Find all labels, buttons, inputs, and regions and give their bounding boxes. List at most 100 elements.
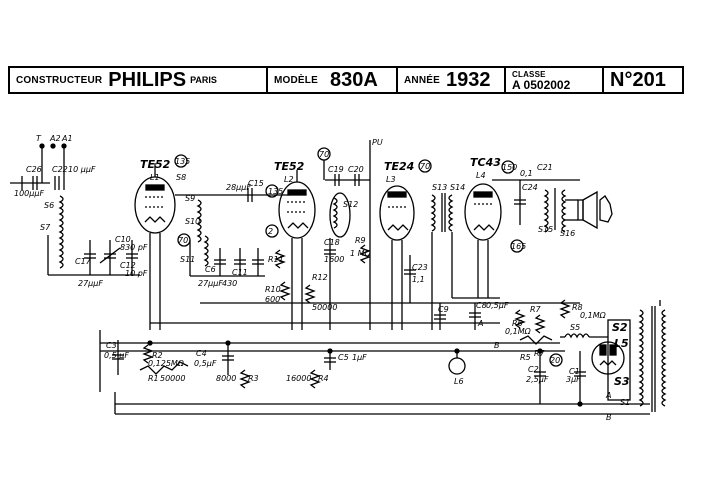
terminal-a1 xyxy=(61,143,67,149)
c27a-value: 27µµF xyxy=(78,279,103,288)
c1-value: 3µF xyxy=(566,375,581,384)
resistor-r7 xyxy=(534,314,546,334)
coil-s12-frame xyxy=(329,192,351,238)
c8-label: C8 xyxy=(476,301,487,310)
resistor-r4 xyxy=(309,369,321,389)
r10-label: R10 xyxy=(265,285,281,294)
mark-135-text: 135 xyxy=(175,157,190,166)
c1-label: C1 xyxy=(569,367,580,376)
tube-l2-ref: L2 xyxy=(284,175,294,184)
terminal-a2-label: A2 xyxy=(49,134,61,143)
r4-label: R4 xyxy=(318,374,329,383)
constructeur-cell: CONSTRUCTEUR PHILIPS PARIS xyxy=(10,68,268,92)
c26-value: 100µµF xyxy=(14,189,44,198)
coil-s6-s7 xyxy=(58,195,64,269)
terminal-t-label: T xyxy=(36,134,42,143)
s14-label: S14 xyxy=(450,183,465,192)
c15-label: C15 xyxy=(248,179,264,188)
c4-value: 0,5µF xyxy=(194,359,217,368)
lamp-l6 xyxy=(448,357,466,375)
circuit-schematic: T A2 A1 C26 C22 10 µµF 100µµF S6 S7 C10 … xyxy=(10,134,667,422)
c10-value: 830 pF xyxy=(120,243,148,252)
c3-label: C3 xyxy=(106,341,117,350)
brand-name: PHILIPS xyxy=(108,68,187,91)
trimmer-arrow xyxy=(99,247,121,264)
resistor-r5 xyxy=(519,335,553,345)
tube-l4-ref: L4 xyxy=(476,171,486,180)
numero-value: N°201 xyxy=(610,68,666,91)
node-a-label-top: A xyxy=(477,319,483,328)
c11-label: C11 xyxy=(232,268,248,277)
resistor-r2 xyxy=(142,344,154,364)
annee-label: ANNÉE xyxy=(404,74,441,86)
l5-label: L5 xyxy=(614,337,629,350)
c17-label: C17 xyxy=(75,257,92,266)
mark-70-circle-3 xyxy=(418,159,432,173)
c10-label: C10 xyxy=(115,235,131,244)
tube-l4-filament xyxy=(473,224,495,231)
annee-cell: ANNÉE 1932 xyxy=(398,68,506,92)
junction-dot xyxy=(454,348,460,354)
resistor-r3 xyxy=(239,369,251,389)
constructeur-label: CONSTRUCTEUR xyxy=(16,74,103,86)
c23-value: 1,1 xyxy=(412,275,425,284)
r1-label: R1 xyxy=(148,374,159,383)
r3-value: 8000 xyxy=(216,374,236,383)
speaker-cone-icon xyxy=(599,195,613,223)
tube-l3-envelope xyxy=(379,185,415,241)
s3-label: S3 xyxy=(614,375,630,388)
terminal-a1-label: A1 xyxy=(61,134,73,143)
tube-l4-envelope xyxy=(464,183,502,241)
junction-dot xyxy=(147,340,153,346)
node-a-label: A xyxy=(605,391,611,400)
c21-value: 0,1 xyxy=(520,169,533,178)
junction-dot xyxy=(577,401,583,407)
c26-label: C26 xyxy=(26,165,42,174)
resistor-r8 xyxy=(559,299,571,319)
r12-label: R12 xyxy=(312,273,328,282)
resistor-r9 xyxy=(359,244,371,264)
rectifier-anode-1 xyxy=(599,344,607,356)
r12-value: 50000 xyxy=(312,303,337,312)
c18-value: 1600 xyxy=(324,255,344,264)
c22-value: 10 µµF xyxy=(68,165,96,174)
rectifier-l5-envelope xyxy=(591,341,625,375)
s5-label: S5 xyxy=(570,323,580,332)
mark-150-text: 150 xyxy=(502,163,517,172)
r9-value: 1 MΩ xyxy=(350,249,372,258)
city-name: PARIS xyxy=(190,75,217,85)
tube-l3-name: TE24 xyxy=(384,160,414,173)
mark-165-circle xyxy=(510,239,524,253)
r7-label-top: R7 xyxy=(530,305,542,314)
r5-label: R5 xyxy=(520,353,531,362)
resistor-r1 xyxy=(139,361,189,375)
classe-cell: CLASSE A 0502002 xyxy=(506,68,604,92)
power-primary-coil xyxy=(638,309,644,407)
speaker-magnet xyxy=(577,199,584,221)
c23-label: C23 xyxy=(412,263,428,272)
tube-l1-ref: L1 xyxy=(150,173,160,182)
node-b-label: B xyxy=(606,413,612,422)
classe-label: CLASSE xyxy=(512,70,546,79)
node-b-label-top: B xyxy=(494,341,500,350)
r9-label: R9 xyxy=(355,236,366,245)
s6-label: S6 xyxy=(44,201,54,210)
c24-label: C24 xyxy=(522,183,538,192)
tube-l1-filament xyxy=(144,216,166,223)
c9-label: C9 xyxy=(438,305,449,314)
speaker-icon xyxy=(582,190,598,230)
c6-label: C6 xyxy=(205,265,216,274)
numero-cell: N°201 xyxy=(604,68,682,92)
mark-70-text-1: 70 xyxy=(319,150,329,159)
tube-l2-name: TE52 xyxy=(274,160,305,173)
power-transformer-frame xyxy=(607,319,631,401)
tube-l3-anode xyxy=(387,191,407,198)
r2-value: 0,125MΩ xyxy=(148,359,185,368)
mark-70-text-2: 70 xyxy=(178,236,188,245)
resistor-r10 xyxy=(279,281,291,301)
r2-label: R2 xyxy=(152,351,163,360)
r7-label: R7 xyxy=(534,349,546,358)
c21-label: C21 xyxy=(537,163,553,172)
c5-label: C5 xyxy=(338,353,349,362)
r10-value: 600 xyxy=(265,295,280,304)
